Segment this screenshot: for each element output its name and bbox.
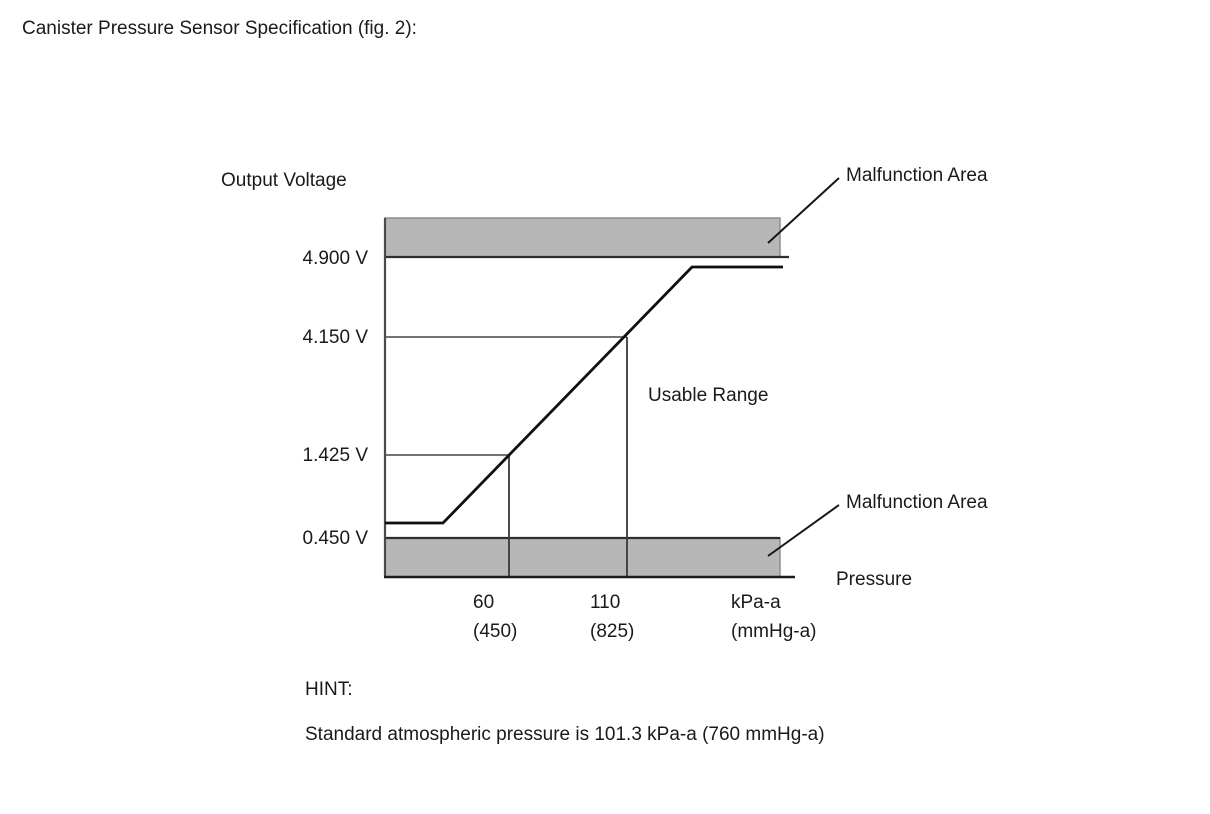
x-tick-110-mmhg: (825): [590, 621, 635, 642]
y-tick-label-1425v: 1.425 V: [302, 445, 369, 466]
hint-heading: HINT:: [305, 679, 353, 700]
x-tick-label-60: 60 (450): [473, 588, 517, 646]
x-axis-title: Pressure: [836, 569, 913, 590]
x-unit-mmhg: (mmHg-a): [731, 621, 817, 642]
x-axis-unit-label: kPa-a (mmHg-a): [731, 588, 817, 646]
x-tick-60-kpa: 60: [473, 592, 495, 613]
leader-line-malfunction-top: [767, 177, 840, 244]
y-tick-label-0450v: 0.450 V: [302, 528, 369, 549]
malfunction-area-label-bottom: Malfunction Area: [846, 492, 988, 513]
leader-line-malfunction-bottom: [767, 504, 840, 557]
x-tick-label-110: 110 (825): [590, 588, 634, 646]
malfunction-band-bottom: [384, 537, 781, 578]
malfunction-band-top: [384, 217, 781, 258]
usable-range-label: Usable Range: [648, 385, 769, 406]
y-tick-label-4900v: 4.900 V: [302, 248, 369, 269]
y-tick-label-4150v: 4.150 V: [302, 327, 369, 348]
x-tick-110-kpa: 110: [590, 592, 621, 613]
malfunction-area-label-top: Malfunction Area: [846, 165, 988, 186]
figure-title: Canister Pressure Sensor Specification (…: [22, 18, 417, 39]
y-axis-title: Output Voltage: [221, 170, 347, 191]
x-unit-kpa: kPa-a: [731, 592, 781, 613]
x-tick-60-mmhg: (450): [473, 621, 518, 642]
hint-text: Standard atmospheric pressure is 101.3 k…: [305, 724, 825, 745]
sensor-output-line: [385, 265, 783, 525]
